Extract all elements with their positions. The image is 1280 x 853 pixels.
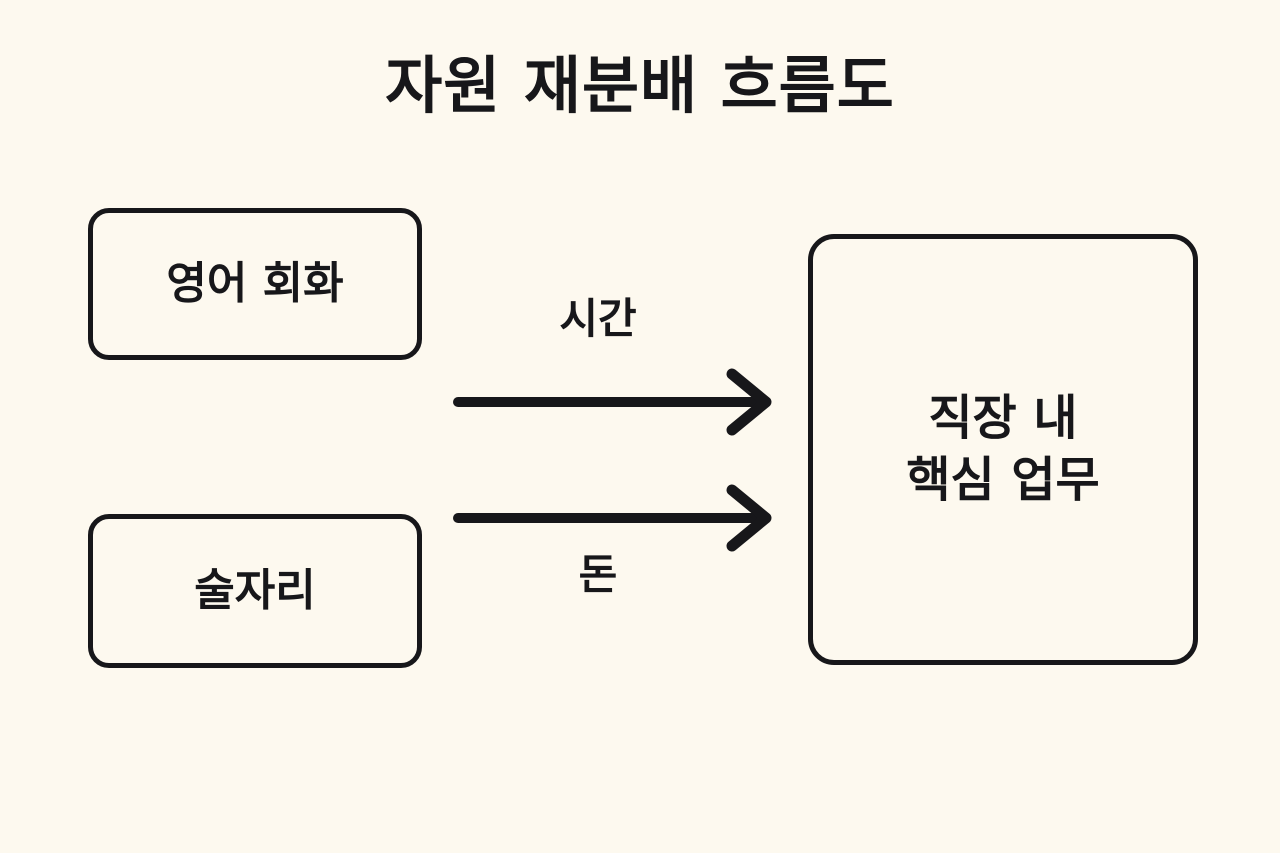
node-target-core-work[interactable]: 직장 내 핵심 업무 [808,234,1198,665]
page-title: 자원 재분배 흐름도 [385,49,895,122]
node-label: 영어 회화 [166,257,344,309]
edge-label-time: 시간 [559,294,637,343]
arrow-right-icon-money [453,484,772,552]
arrow-head [726,484,772,552]
node-source-english-conversation[interactable]: 영어 회화 [88,208,422,360]
node-label: 술자리 [194,564,316,616]
edge-label-money: 돈 [578,550,618,599]
arrow-right-icon-time [453,368,772,436]
node-source-drinking-gathering[interactable]: 술자리 [88,514,422,668]
node-label: 직장 내 핵심 업무 [906,390,1100,508]
arrow-head [726,368,772,436]
